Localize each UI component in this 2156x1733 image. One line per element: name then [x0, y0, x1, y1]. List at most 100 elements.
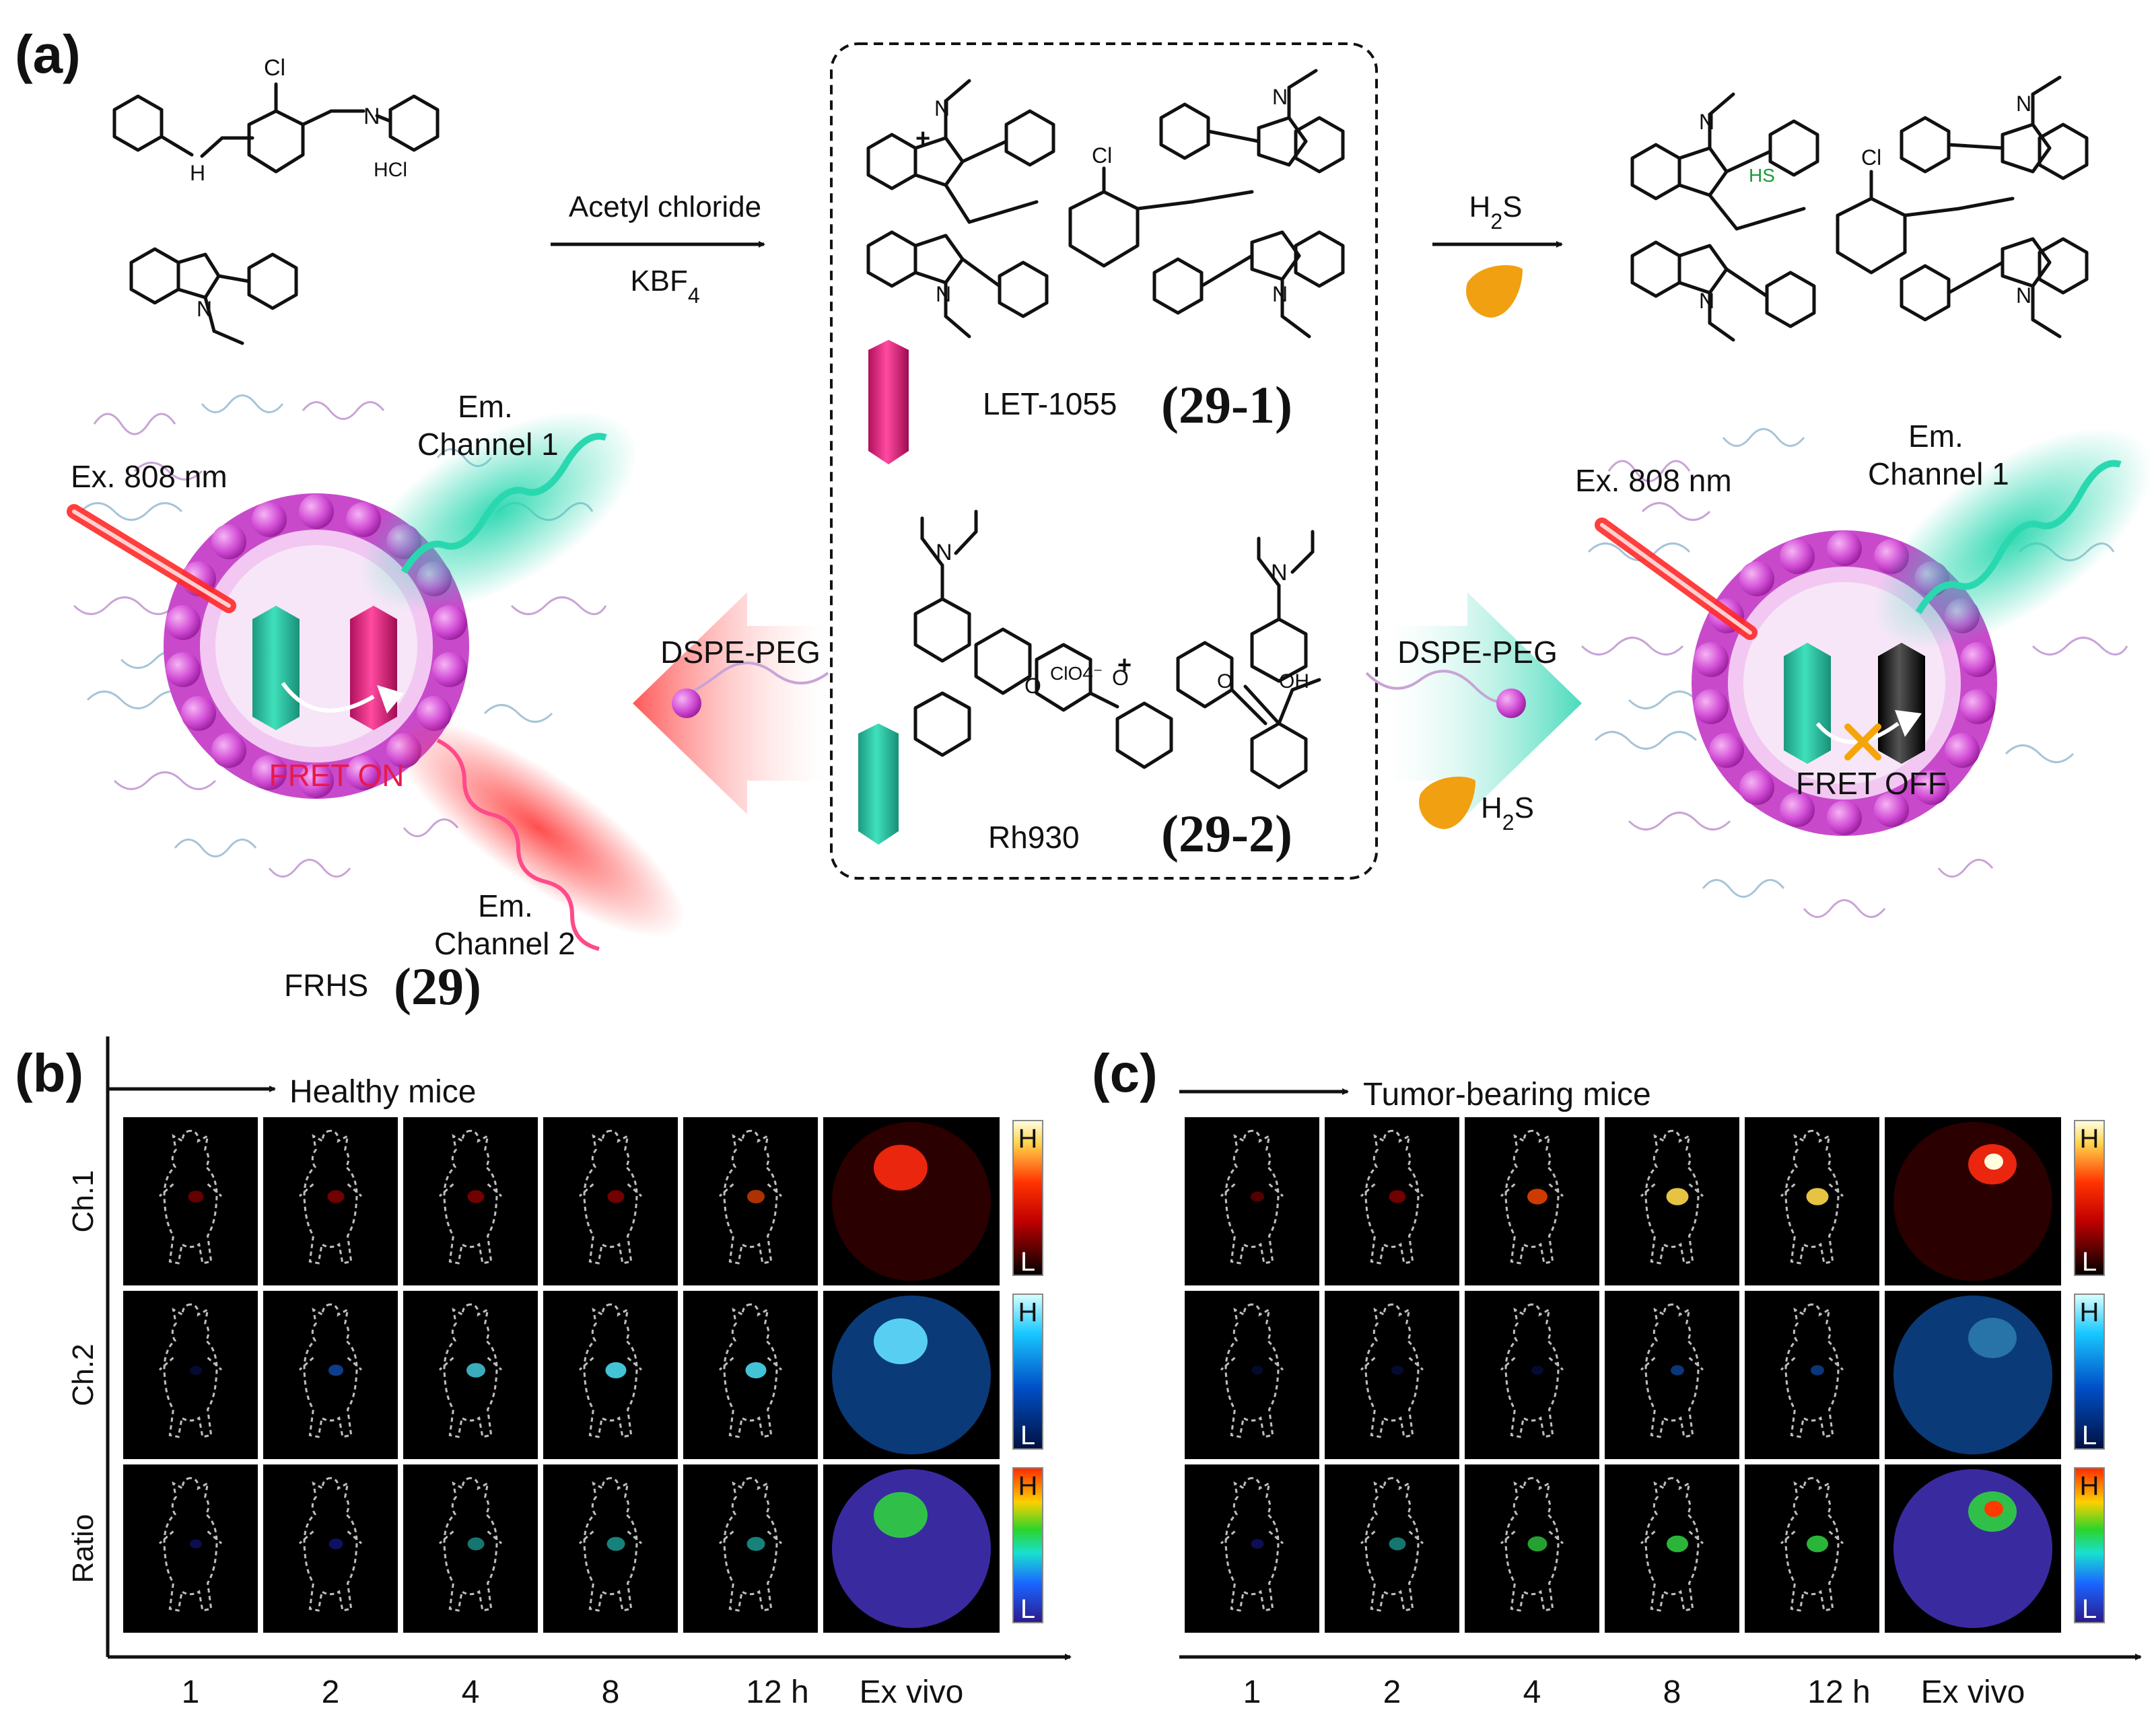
dspe-peg-arrow-right: [1365, 592, 1582, 814]
c-colorbar: [2074, 1120, 2105, 1276]
let-name: LET-1055: [983, 386, 1117, 421]
b-colorbar-high: H: [1018, 1298, 1038, 1327]
panel-label-b: (b): [15, 1043, 83, 1103]
c-exvivo-dish: [1893, 1296, 2052, 1454]
b-row-label: Ch.1: [67, 1170, 100, 1233]
prod-atom-n-1: N: [1699, 110, 1714, 134]
c-exvivo-dish: [1893, 1122, 2052, 1281]
let-atom-n-2: N: [1272, 85, 1288, 109]
c-image-cell: [1185, 1464, 1319, 1633]
c-exvivo-core: [1984, 1154, 2003, 1170]
fret-off-label: FRET OFF: [1796, 766, 1947, 801]
b-exvivo-hotspot: [874, 1492, 928, 1538]
let-atom-cl: Cl: [1092, 143, 1112, 168]
b-time-label: 4: [462, 1674, 480, 1710]
b-image-cell: [123, 1291, 258, 1459]
fret-on-label: FRET ON: [269, 758, 404, 793]
product-structure: N HS Cl N N N: [1630, 75, 2089, 342]
c-time-label: 12 h: [1807, 1674, 1870, 1710]
dye-box: [830, 42, 1378, 880]
c-colorbar-high: H: [2080, 1298, 2099, 1327]
b-colorbar-low: L: [1020, 1421, 1035, 1450]
label-hcl: HCl: [374, 159, 407, 181]
rh-atom-o-1: O: [1024, 674, 1041, 698]
right-ex-label: Ex. 808 nm: [1575, 463, 1732, 498]
b-signal-spot: [328, 1539, 343, 1549]
c-exvivo-dish: [1893, 1469, 2052, 1628]
donor-capsule-right: [1784, 643, 1831, 764]
b-signal-spot: [467, 1190, 485, 1203]
frhs-label: FRHS: [284, 968, 368, 1003]
c-time-label: 1: [1243, 1674, 1261, 1710]
left-em1-line2: Channel 1: [417, 427, 559, 462]
prod-atom-n-2: N: [2016, 92, 2031, 116]
b-signal-spot: [467, 1537, 485, 1551]
fret-arrow-right: [1815, 721, 1900, 744]
let-1055-structure: N + Cl N N N: [866, 69, 1345, 339]
c-image-cell: [1325, 1291, 1459, 1459]
b-colorbar-low: L: [1020, 1247, 1035, 1277]
b-time-label: 8: [602, 1674, 620, 1710]
prod-atom-n-3: N: [1699, 289, 1714, 313]
let-atom-n-plus: N: [934, 96, 950, 120]
h2s-drop-icon-top: [1466, 265, 1523, 318]
reagent-acetyl-chloride: Acetyl chloride: [569, 190, 761, 223]
b-signal-spot: [746, 1536, 765, 1551]
rh-atom-o-2: O: [1112, 666, 1129, 690]
c-signal-spot: [1251, 1366, 1263, 1375]
atom-n-indole: N: [197, 297, 212, 321]
let-charge-plus: +: [915, 125, 930, 153]
b-row-label: Ch.2: [67, 1344, 100, 1407]
nanoparticle-fret-off: [1580, 427, 2152, 918]
quenched-capsule-right: [1878, 643, 1925, 764]
reagent-kbf4: KBF4: [630, 264, 699, 308]
c-signal-spot: [1667, 1535, 1688, 1553]
b-exvivo-dish: [832, 1296, 991, 1454]
b-time-label: 2: [322, 1674, 340, 1710]
b-image-cell: [263, 1291, 398, 1459]
atom-cl: Cl: [264, 55, 285, 81]
right-em1-line1: Em.: [1908, 419, 1963, 454]
b-exvivo-dish: [832, 1469, 991, 1628]
b-signal-spot: [328, 1364, 343, 1376]
b-exvivo-hotspot: [874, 1318, 928, 1364]
b-signal-spot: [606, 1536, 625, 1551]
dspe-peg-arrow-left: [633, 592, 829, 814]
prod-atom-n-4: N: [2016, 283, 2031, 308]
acceptor-capsule-left: [350, 606, 397, 730]
c-time-label: Ex vivo: [1921, 1674, 2025, 1710]
c-signal-spot: [1527, 1536, 1548, 1552]
c-image-cell: [1185, 1291, 1319, 1459]
b-signal-spot: [607, 1190, 625, 1203]
c-colorbar-high: H: [2080, 1471, 2099, 1501]
rh-id: (29-2): [1161, 804, 1292, 863]
b-colorbar-high: H: [1018, 1471, 1038, 1501]
b-signal-spot: [466, 1363, 485, 1378]
let-capsule-icon: [868, 340, 909, 464]
peg-chains-right: [1580, 428, 2128, 918]
b-time-label: 12 h: [746, 1674, 808, 1710]
b-colorbar: [1012, 1120, 1043, 1276]
b-signal-spot: [605, 1362, 627, 1378]
b-colorbar-high: H: [1018, 1124, 1038, 1154]
b-image-cell: [123, 1464, 258, 1633]
c-signal-spot: [1806, 1188, 1829, 1205]
rh-capsule-icon: [858, 723, 899, 845]
b-signal-spot: [190, 1539, 202, 1549]
b-signal-spot: [747, 1190, 765, 1203]
c-signal-spot: [1251, 1539, 1264, 1549]
b-row-label: Ratio: [67, 1514, 100, 1584]
b-image-cell: [263, 1464, 398, 1633]
let-atom-n-4: N: [1272, 282, 1288, 306]
atom-n-imine: N: [363, 104, 380, 129]
left-em2-line2: Channel 2: [434, 926, 576, 961]
b-signal-spot: [745, 1362, 767, 1378]
c-time-label: 8: [1663, 1674, 1681, 1710]
c-exvivo-hotspot: [1968, 1318, 2017, 1358]
dspe-peg-left-label: DSPE-PEG: [660, 635, 821, 670]
b-colorbar: [1012, 1294, 1043, 1450]
h2s-drop-icon-right: [1419, 777, 1475, 829]
fret-blocked-cross-icon: [1844, 723, 1881, 761]
